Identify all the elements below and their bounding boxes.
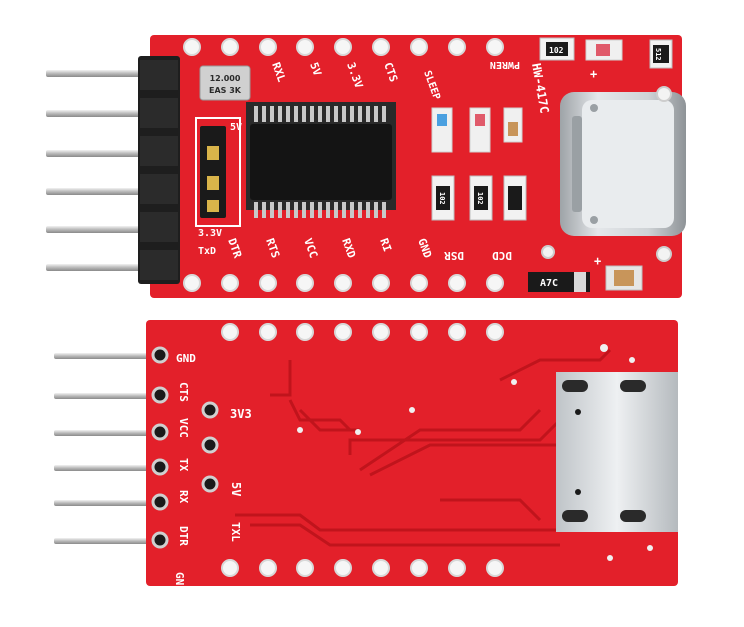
bottom-board-pad-rows bbox=[221, 323, 504, 577]
bottom-label-rx: RX bbox=[177, 490, 190, 504]
bottom-label-tx: TX bbox=[177, 458, 190, 472]
resistor-2-label: 102 bbox=[476, 192, 484, 205]
plus-mark-1: + bbox=[594, 254, 601, 268]
label-dcd: DCD bbox=[492, 249, 512, 262]
label-rts: RTS bbox=[263, 237, 282, 260]
resistor-3-label: 102 bbox=[549, 46, 564, 55]
label-vcc: VCC bbox=[301, 237, 320, 260]
top-pcb bbox=[150, 35, 682, 298]
diode: A7C + + bbox=[528, 67, 601, 292]
resistors: 102 102 102 512 bbox=[431, 37, 673, 221]
label-dsr: DSR bbox=[444, 249, 464, 262]
bottom-label-dtr: DTR bbox=[177, 526, 190, 546]
bottom-label-cts: CTS bbox=[177, 382, 190, 402]
bottom-row-pads bbox=[183, 274, 504, 292]
resistor-1-label: 102 bbox=[438, 192, 446, 205]
crystal-oscillator: 12.000 EAS 3K bbox=[199, 65, 251, 101]
top-mounting-holes bbox=[541, 86, 672, 262]
bottom-label-gnd: GND bbox=[176, 352, 196, 365]
crystal-label-line2: EAS 3K bbox=[209, 86, 242, 95]
label-5v-bottom: 5V bbox=[229, 482, 243, 496]
bottom-header-pins bbox=[54, 353, 154, 544]
bottom-label-gnd-2: GND bbox=[173, 572, 186, 592]
ft232-chip bbox=[246, 102, 396, 218]
vias bbox=[297, 344, 653, 561]
label-ri: RI bbox=[377, 237, 394, 254]
jumper-label-33: 3.3V bbox=[198, 228, 222, 239]
resistor-r2-label: 512 bbox=[654, 48, 662, 61]
bottom-voltage-labels: 3V3 5V TXL bbox=[229, 407, 252, 542]
top-header-pins bbox=[46, 70, 146, 271]
label-pwren: PWREN bbox=[490, 59, 520, 70]
label-txl: TXL bbox=[229, 522, 242, 542]
bottom-label-vcc: VCC bbox=[177, 418, 190, 438]
voltage-jumper: 3.3V 5V TxD bbox=[195, 117, 242, 257]
label-3v3: 3V3 bbox=[230, 407, 252, 421]
top-row-pads bbox=[183, 38, 504, 56]
bottom-board: GND CTS VCC TX RX DTR GND 3V3 5V TXL bbox=[54, 320, 678, 592]
usb-c-connector[interactable] bbox=[560, 92, 686, 236]
top-header-housing bbox=[138, 56, 180, 284]
bottom-jumper-pads bbox=[201, 401, 219, 493]
jumper-label-5v: 5V bbox=[230, 122, 242, 133]
diode-label: A7C bbox=[540, 278, 558, 289]
capacitor bbox=[605, 265, 643, 291]
usb-c-back bbox=[556, 372, 678, 532]
bottom-pin-labels-left: GND CTS VCC TX RX DTR GND bbox=[173, 352, 196, 592]
label-5v: 5V bbox=[307, 61, 324, 78]
plus-mark-2: + bbox=[590, 67, 597, 81]
bottom-left-pads bbox=[151, 346, 169, 549]
crystal-label-line1: 12.000 bbox=[210, 74, 241, 83]
label-cts: CTS bbox=[381, 61, 400, 84]
top-board: 12.000 EAS 3K 3.3V 5V TxD RXL 5V bbox=[46, 35, 686, 298]
status-leds bbox=[431, 39, 623, 153]
txd-label: TxD bbox=[198, 246, 216, 257]
